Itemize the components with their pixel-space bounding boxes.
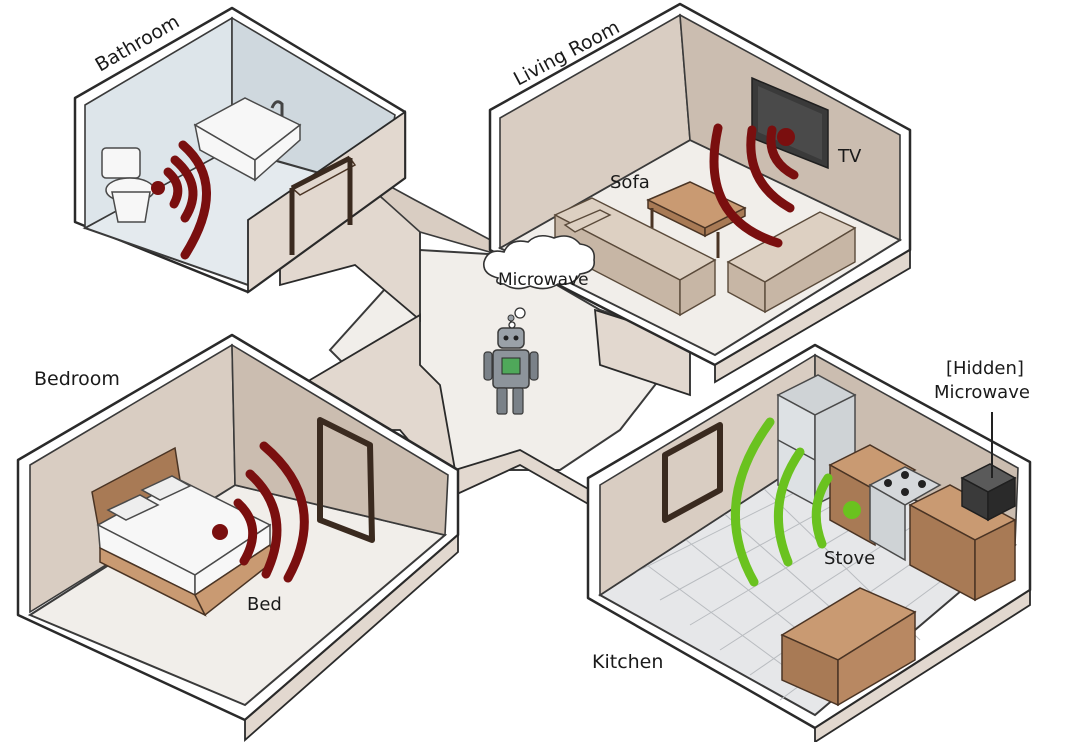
bathtub [193,97,302,182]
object-label-stove: Stove [824,548,875,569]
object-label-sofa: Sofa [610,172,650,193]
kitchen-room [586,343,1032,742]
bed-object [91,446,276,617]
living-room [488,2,912,384]
object-label-microwave: Microwave [934,382,1030,403]
bathroom-room [73,6,407,294]
bed-signal-icon [212,441,309,583]
room-label-kitchen: Kitchen [592,651,663,673]
thought-bubble-icon [482,234,596,329]
bedroom-room [16,333,460,742]
tv-signal-icon [709,123,799,248]
coffee-table [646,181,747,258]
bathroom-signal-icon [151,140,211,260]
sofa-object [553,197,717,317]
thought-text: Microwave [498,270,589,290]
object-label-bed: Bed [247,594,282,615]
kitchen-island [780,587,917,707]
loveseat-object [726,211,857,314]
kitchen-counters [828,444,1017,602]
room-label-bedroom: Bedroom [34,368,120,390]
toilet [101,147,155,223]
object-label-tv: TV [837,146,862,167]
stove-signal-icon [730,417,861,587]
microwave-object [960,463,1017,522]
object-label-hidden: [Hidden] [946,358,1024,379]
robot-icon [483,314,539,415]
